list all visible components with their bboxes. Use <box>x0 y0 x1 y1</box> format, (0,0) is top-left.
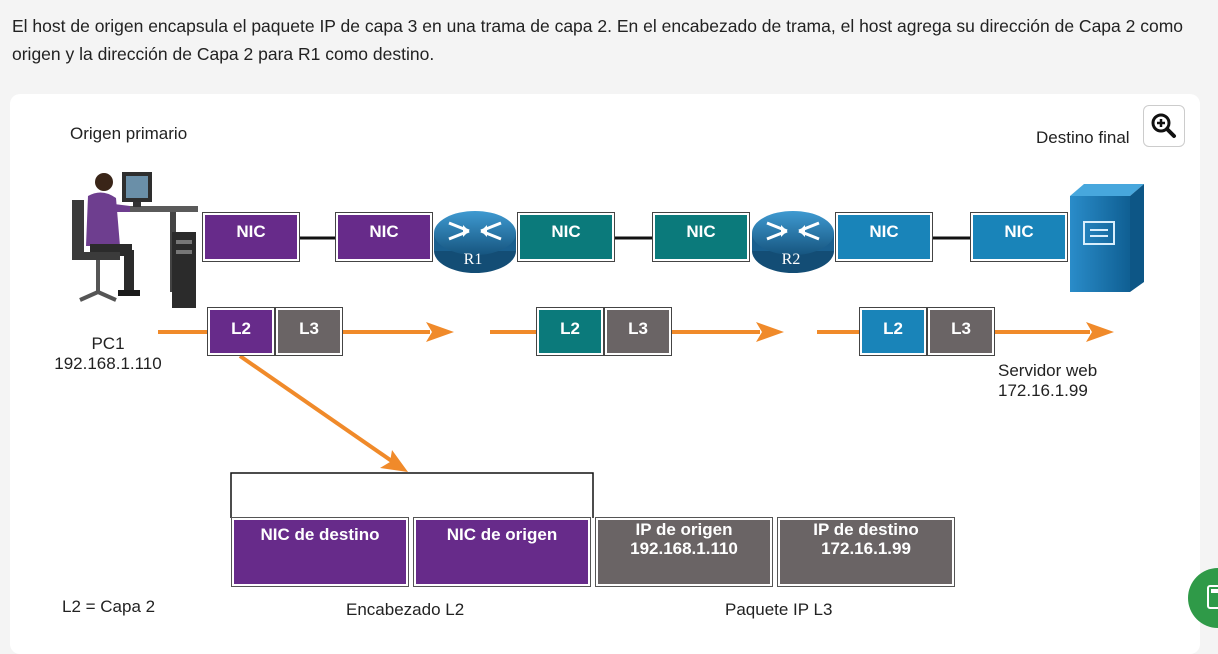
dst-ip-label: IP de destino <box>813 520 919 539</box>
person-at-computer-icon <box>72 172 198 308</box>
origin-label: Origen primario <box>70 124 188 143</box>
dst-ip-value: 172.16.1.99 <box>821 539 911 558</box>
frame-flow-arrows <box>158 322 1114 472</box>
pc1-name: PC1 <box>91 334 125 353</box>
src-nic-field: NIC de origen <box>413 517 591 587</box>
calculator-icon <box>1207 585 1218 609</box>
frame-2-l3: L3 <box>604 307 672 356</box>
l2-header-label: Encabezado L2 <box>346 600 465 619</box>
server-ip: 172.16.1.99 <box>998 381 1088 400</box>
dest-nic-field: NIC de destino <box>231 517 409 587</box>
frame-3-l3: L3 <box>927 307 995 356</box>
pc1-nic: NIC <box>202 212 300 262</box>
frame-2-l2: L2 <box>536 307 604 356</box>
pc1-ip: 192.168.1.110 <box>54 354 162 373</box>
src-ip-field: IP de origen 192.168.1.110 <box>595 517 773 587</box>
diagram-canvas: R1 R2 <box>72 172 1144 518</box>
zoom-in-button[interactable] <box>1143 105 1185 147</box>
router-r1-label: R1 <box>464 251 483 268</box>
r1-right-nic: NIC <box>517 212 615 262</box>
server-name: Servidor web <box>998 361 1098 380</box>
router-r1-icon <box>434 211 516 273</box>
floating-action-button[interactable] <box>1188 568 1218 628</box>
l3-packet-label: Paquete IP L3 <box>725 600 833 619</box>
legend-label: L2 = Capa 2 <box>62 597 156 616</box>
r2-right-nic: NIC <box>835 212 933 262</box>
zoom-in-icon <box>1151 113 1176 138</box>
frame-1-l2: L2 <box>207 307 275 356</box>
destination-label: Destino final <box>1036 128 1130 147</box>
src-ip-value: 192.168.1.110 <box>630 539 738 558</box>
l2-header-bracket <box>230 472 594 518</box>
pc1-label: PC1 192.168.1.110 <box>50 334 166 374</box>
r2-left-nic: NIC <box>652 212 750 262</box>
router-r2-icon <box>752 211 834 273</box>
dst-ip-field: IP de destino 172.16.1.99 <box>777 517 955 587</box>
server-icon <box>1070 184 1144 292</box>
frame-3-l2: L2 <box>859 307 927 356</box>
server-nic: NIC <box>970 212 1068 262</box>
frame-1-l3: L3 <box>275 307 343 356</box>
r1-left-nic: NIC <box>335 212 433 262</box>
intro-text: El host de origen encapsula el paquete I… <box>12 16 1184 64</box>
server-label: Servidor web 172.16.1.99 <box>998 361 1097 401</box>
src-ip-label: IP de origen <box>635 520 733 539</box>
router-r2-label: R2 <box>782 251 801 268</box>
